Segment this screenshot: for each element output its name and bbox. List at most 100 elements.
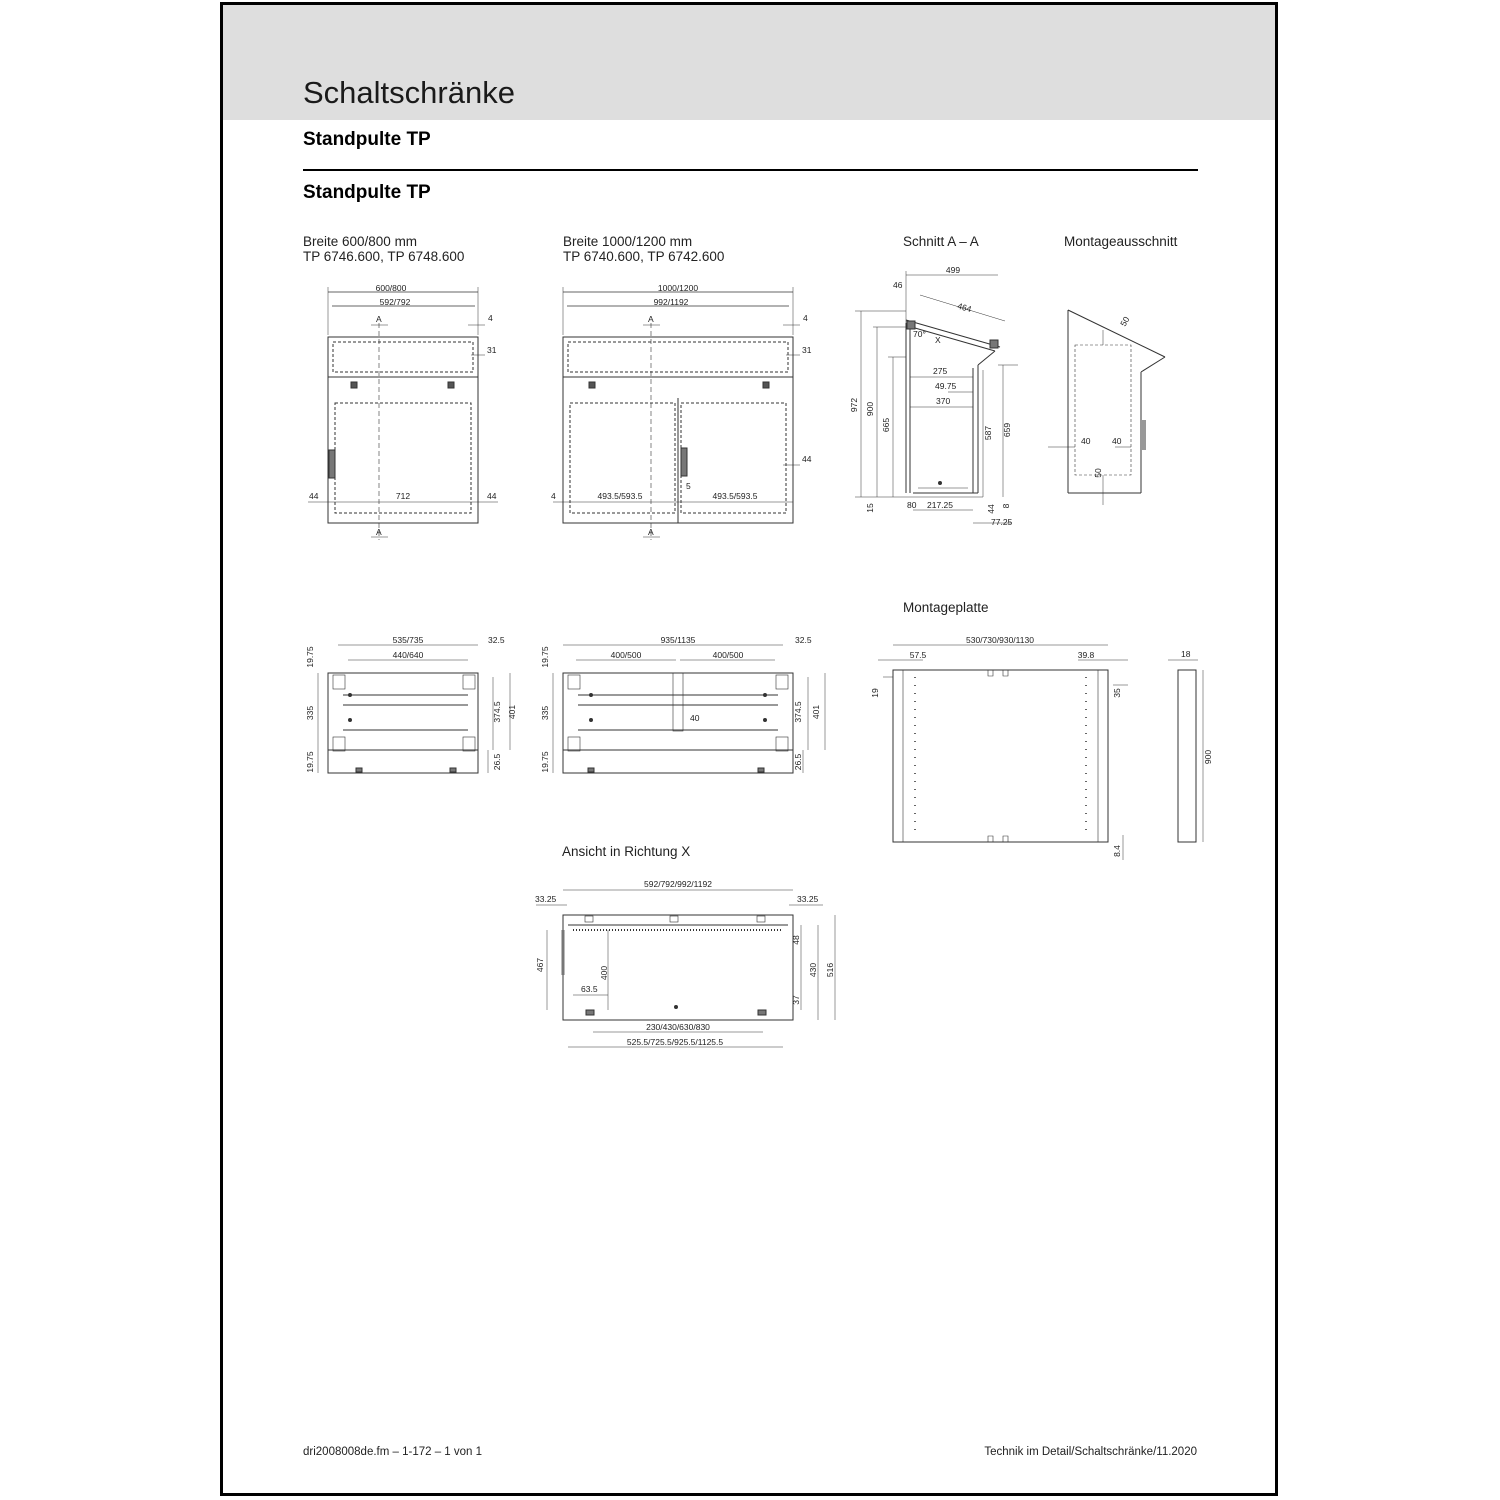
dim-label: 40 — [1081, 436, 1091, 446]
dim-label: X — [935, 335, 941, 345]
dim-label: 37 — [791, 995, 801, 1005]
dim-label: 516 — [825, 963, 835, 977]
dim-label: 50 — [1118, 315, 1132, 328]
dim-label: 80 — [907, 500, 917, 510]
dim-label: 335 — [540, 706, 550, 720]
dim-label: 32.5 — [795, 635, 812, 645]
caption-line: Breite 600/800 mm — [303, 234, 418, 249]
dim-label: 467 — [535, 958, 545, 972]
caption-line: TP 6740.600, TP 6742.600 — [563, 249, 725, 264]
dim-label: 374.5 — [793, 701, 803, 723]
dim-label: 4 — [803, 313, 808, 323]
dim-label: 493.5/593.5 — [598, 491, 643, 501]
dim-label: 430 — [808, 963, 818, 977]
dim-label: 26.5 — [492, 753, 502, 770]
dim-label: 464 — [956, 301, 973, 315]
caption-line: Breite 1000/1200 mm — [563, 234, 693, 249]
dim-label: 57.5 — [910, 650, 927, 660]
dim-label: 335 — [305, 706, 315, 720]
dim-label: 900 — [1203, 750, 1213, 764]
dim-label: 40 — [1112, 436, 1122, 446]
dim-label: 600/800 — [376, 283, 407, 293]
dim-label: 440/640 — [393, 650, 424, 660]
dim-label: 19.75 — [305, 646, 315, 668]
footer-doc-info: Technik im Detail/Schaltschränke/11.2020 — [984, 1446, 1197, 1458]
dim-label: 5 — [686, 481, 691, 491]
dim-label: 665 — [881, 418, 891, 432]
section-view-aa: 499 46 464 70° X 275 49.75 370 972 900 6… — [849, 265, 1018, 527]
dim-label: 499 — [946, 265, 960, 275]
dim-label: 900 — [865, 402, 875, 416]
page-title: Schaltschränke — [303, 75, 515, 110]
dim-label: 592/792/992/1192 — [644, 879, 712, 889]
caption-breite-large: Breite 1000/1200 mm TP 6740.600, TP 6742… — [563, 234, 724, 264]
dim-label: 8 — [1001, 503, 1011, 508]
section-marker: A — [648, 527, 654, 537]
dim-label: 50 — [1093, 468, 1103, 478]
dim-label: 32.5 — [488, 635, 505, 645]
dim-label: 400 — [599, 966, 609, 980]
dim-label: 374.5 — [492, 701, 502, 723]
dim-label: 493.5/593.5 — [713, 491, 758, 501]
mounting-plate: 530/730/930/1130 57.5 39.8 18 19 35 900 … — [870, 635, 1213, 860]
caption-schnitt: Schnitt A – A — [903, 234, 979, 249]
section-marker: A — [648, 314, 654, 324]
dim-label: 44 — [487, 491, 497, 501]
caption-montageplatte: Montageplatte — [903, 600, 989, 615]
caption-ansicht: Ansicht in Richtung X — [562, 844, 691, 859]
dim-label: 592/792 — [380, 297, 411, 307]
dim-label: 33.25 — [535, 894, 557, 904]
dim-label: 49.75 — [935, 381, 957, 391]
document-page: Schaltschränke Standpulte TP Standpulte … — [220, 2, 1278, 1496]
dim-label: 48 — [791, 935, 801, 945]
dim-label: 15 — [865, 503, 875, 513]
dim-label: 400/500 — [713, 650, 744, 660]
dim-label: 44 — [802, 454, 812, 464]
dim-label: 35 — [1112, 688, 1122, 698]
dim-label: 401 — [811, 705, 821, 719]
dim-label: 972 — [849, 398, 859, 412]
dim-label: 370 — [936, 396, 950, 406]
dim-label: 19.75 — [540, 646, 550, 668]
caption-montageausschnitt: Montageausschnitt — [1064, 234, 1178, 249]
dim-label: 44 — [309, 491, 319, 501]
dim-label: 39.8 — [1078, 650, 1095, 660]
dim-label: 31 — [487, 345, 497, 355]
section-marker: A — [376, 314, 382, 324]
dim-label: 587 — [983, 426, 993, 440]
dim-label: 40 — [690, 713, 700, 723]
header-banner — [223, 5, 1275, 120]
dim-label: 19.75 — [305, 751, 315, 773]
dim-label: 4 — [488, 313, 493, 323]
dim-label: 19.75 — [540, 751, 550, 773]
front-view-large: 1000/1200 992/1192 A A 4 31 44 4 5 493.5… — [551, 283, 812, 540]
view-direction-x: 592/792/992/1192 33.25 33.25 467 400 63.… — [535, 879, 836, 1048]
dim-label: 19 — [870, 688, 880, 698]
dim-label: 8.4 — [1112, 845, 1122, 857]
dim-label: 46 — [893, 280, 903, 290]
dim-label: 44 — [986, 504, 996, 514]
caption-breite-small: Breite 600/800 mm TP 6746.600, TP 6748.6… — [303, 234, 464, 264]
dim-label: 217.25 — [927, 500, 953, 510]
dim-label: 530/730/930/1130 — [966, 635, 1034, 645]
dim-label: 1000/1200 — [658, 283, 698, 293]
section-title: Standpulte TP — [303, 182, 431, 203]
dim-label: 63.5 — [581, 984, 598, 994]
dim-label: 26.5 — [793, 753, 803, 770]
dim-label: 18 — [1181, 649, 1191, 659]
dim-label: 401 — [507, 705, 517, 719]
mounting-cutout: 50 40 40 50 — [1048, 309, 1166, 505]
dim-label: 535/735 — [393, 635, 424, 645]
page-subtitle: Standpulte TP — [303, 129, 431, 150]
caption-line: TP 6746.600, TP 6748.600 — [303, 249, 465, 264]
footer-file-info: dri2008008de.fm – 1-172 – 1 von 1 — [303, 1446, 483, 1458]
dim-label: 400/500 — [611, 650, 642, 660]
dim-label: 33.25 — [797, 894, 819, 904]
plan-view-large: 935/1135 32.5 400/500 400/500 19.75 335 … — [540, 635, 826, 774]
dim-label: 659 — [1002, 423, 1012, 437]
plan-view-small: 535/735 32.5 440/640 19.75 335 19.75 374… — [305, 635, 517, 774]
dim-label: 4 — [551, 491, 556, 501]
dim-label: 525.5/725.5/925.5/1125.5 — [627, 1037, 724, 1047]
dim-label: 992/1192 — [654, 297, 689, 307]
front-view-small: 600/800 592/792 A A 4 31 44 712 44 — [308, 283, 498, 540]
